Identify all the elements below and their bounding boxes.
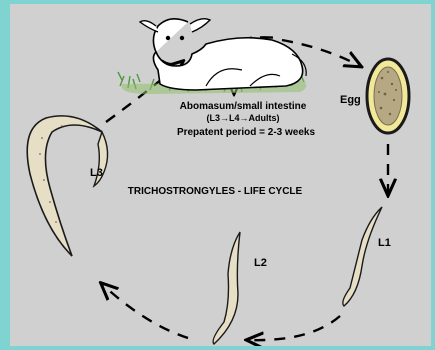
host-label: Abomasum/small intestine bbox=[180, 101, 307, 112]
arrow-l1-to-l2 bbox=[248, 316, 340, 340]
egg-label: Egg bbox=[340, 94, 361, 106]
diagram-panel: Abomasum/small intestine (L3→L4→Adults) … bbox=[10, 4, 431, 346]
egg-icon bbox=[367, 59, 409, 133]
host-stages-label: (L3→L4→Adults) bbox=[207, 113, 280, 123]
l1-label: L1 bbox=[378, 237, 391, 249]
arrow-l2-to-l3 bbox=[102, 284, 188, 338]
diagram-title: TRICHOSTRONGYLES - LIFE CYCLE bbox=[128, 186, 303, 197]
life-cycle-diagram: Abomasum/small intestine (L3→L4→Adults) … bbox=[10, 4, 431, 346]
larva-l1-icon bbox=[343, 207, 382, 306]
l2-label: L2 bbox=[254, 257, 267, 269]
calf-icon bbox=[118, 19, 306, 94]
larva-l2-icon bbox=[213, 232, 240, 344]
l3-label: L3 bbox=[90, 167, 103, 179]
prepatent-label: Prepatent period = 2-3 weeks bbox=[177, 127, 316, 138]
larva-l3-icon bbox=[27, 116, 107, 256]
